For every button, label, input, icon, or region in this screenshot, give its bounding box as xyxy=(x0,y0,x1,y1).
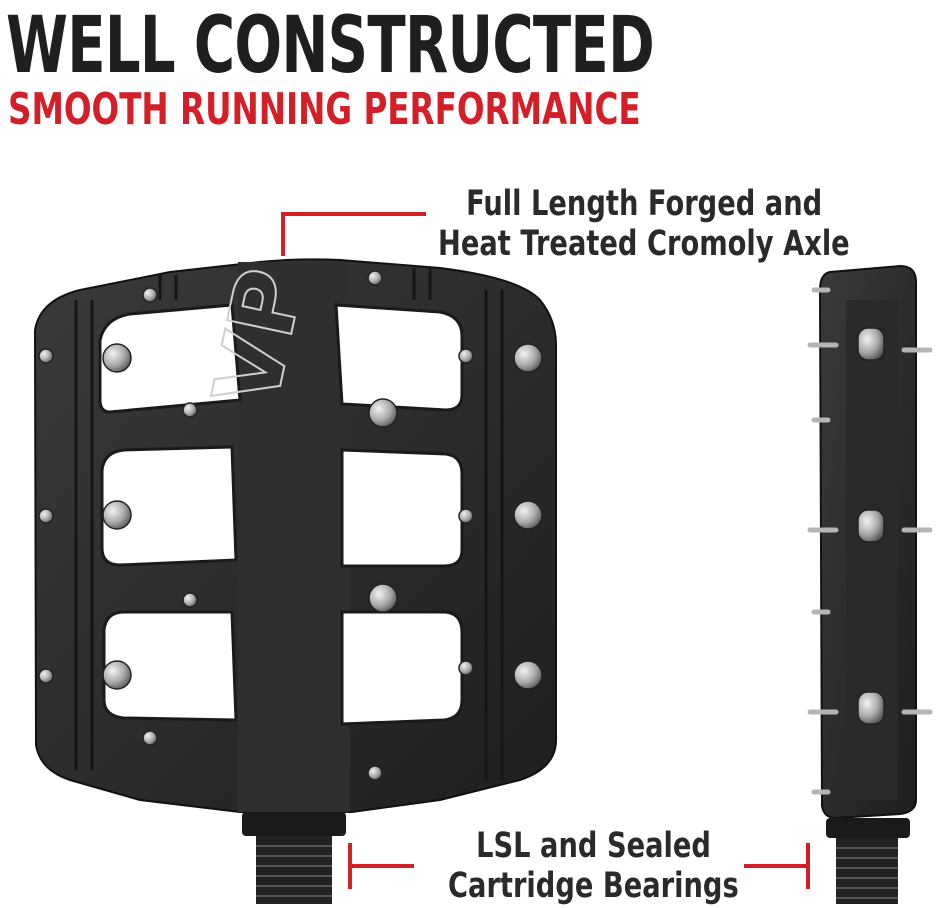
bearings-callout-line1: LSL and Sealed xyxy=(476,826,711,866)
axle-callout-line1: Full Length Forged and xyxy=(466,184,823,224)
pedal-front-view: VP xyxy=(33,258,557,904)
axle-spine xyxy=(238,262,350,812)
side-pins xyxy=(857,327,885,725)
side-spindle-thread xyxy=(826,818,910,904)
bearings-callout-left-line xyxy=(348,864,414,868)
bearings-callout-right-line xyxy=(744,864,808,868)
traction-pins xyxy=(38,270,543,781)
page-title: WELL CONSTRUCTED xyxy=(6,1,655,91)
pedal-side-view xyxy=(807,264,933,904)
front-spindle-thread xyxy=(242,812,346,904)
page-subtitle: SMOOTH RUNNING PERFORMANCE xyxy=(8,84,641,135)
axle-callout-line-horizontal xyxy=(281,212,426,216)
bearings-callout: LSL and Sealed Cartridge Bearings xyxy=(448,826,739,906)
pedal-cutouts xyxy=(98,303,464,726)
pedal-grooves xyxy=(74,268,504,780)
axle-callout: Full Length Forged and Heat Treated Crom… xyxy=(438,184,850,264)
axle-callout-line2: Heat Treated Cromoly Axle xyxy=(438,224,850,264)
axle-callout-line-vertical xyxy=(281,212,285,256)
bearings-callout-right-tick xyxy=(806,843,810,889)
bearings-callout-line2: Cartridge Bearings xyxy=(448,866,739,906)
side-pin-studs xyxy=(807,287,933,795)
